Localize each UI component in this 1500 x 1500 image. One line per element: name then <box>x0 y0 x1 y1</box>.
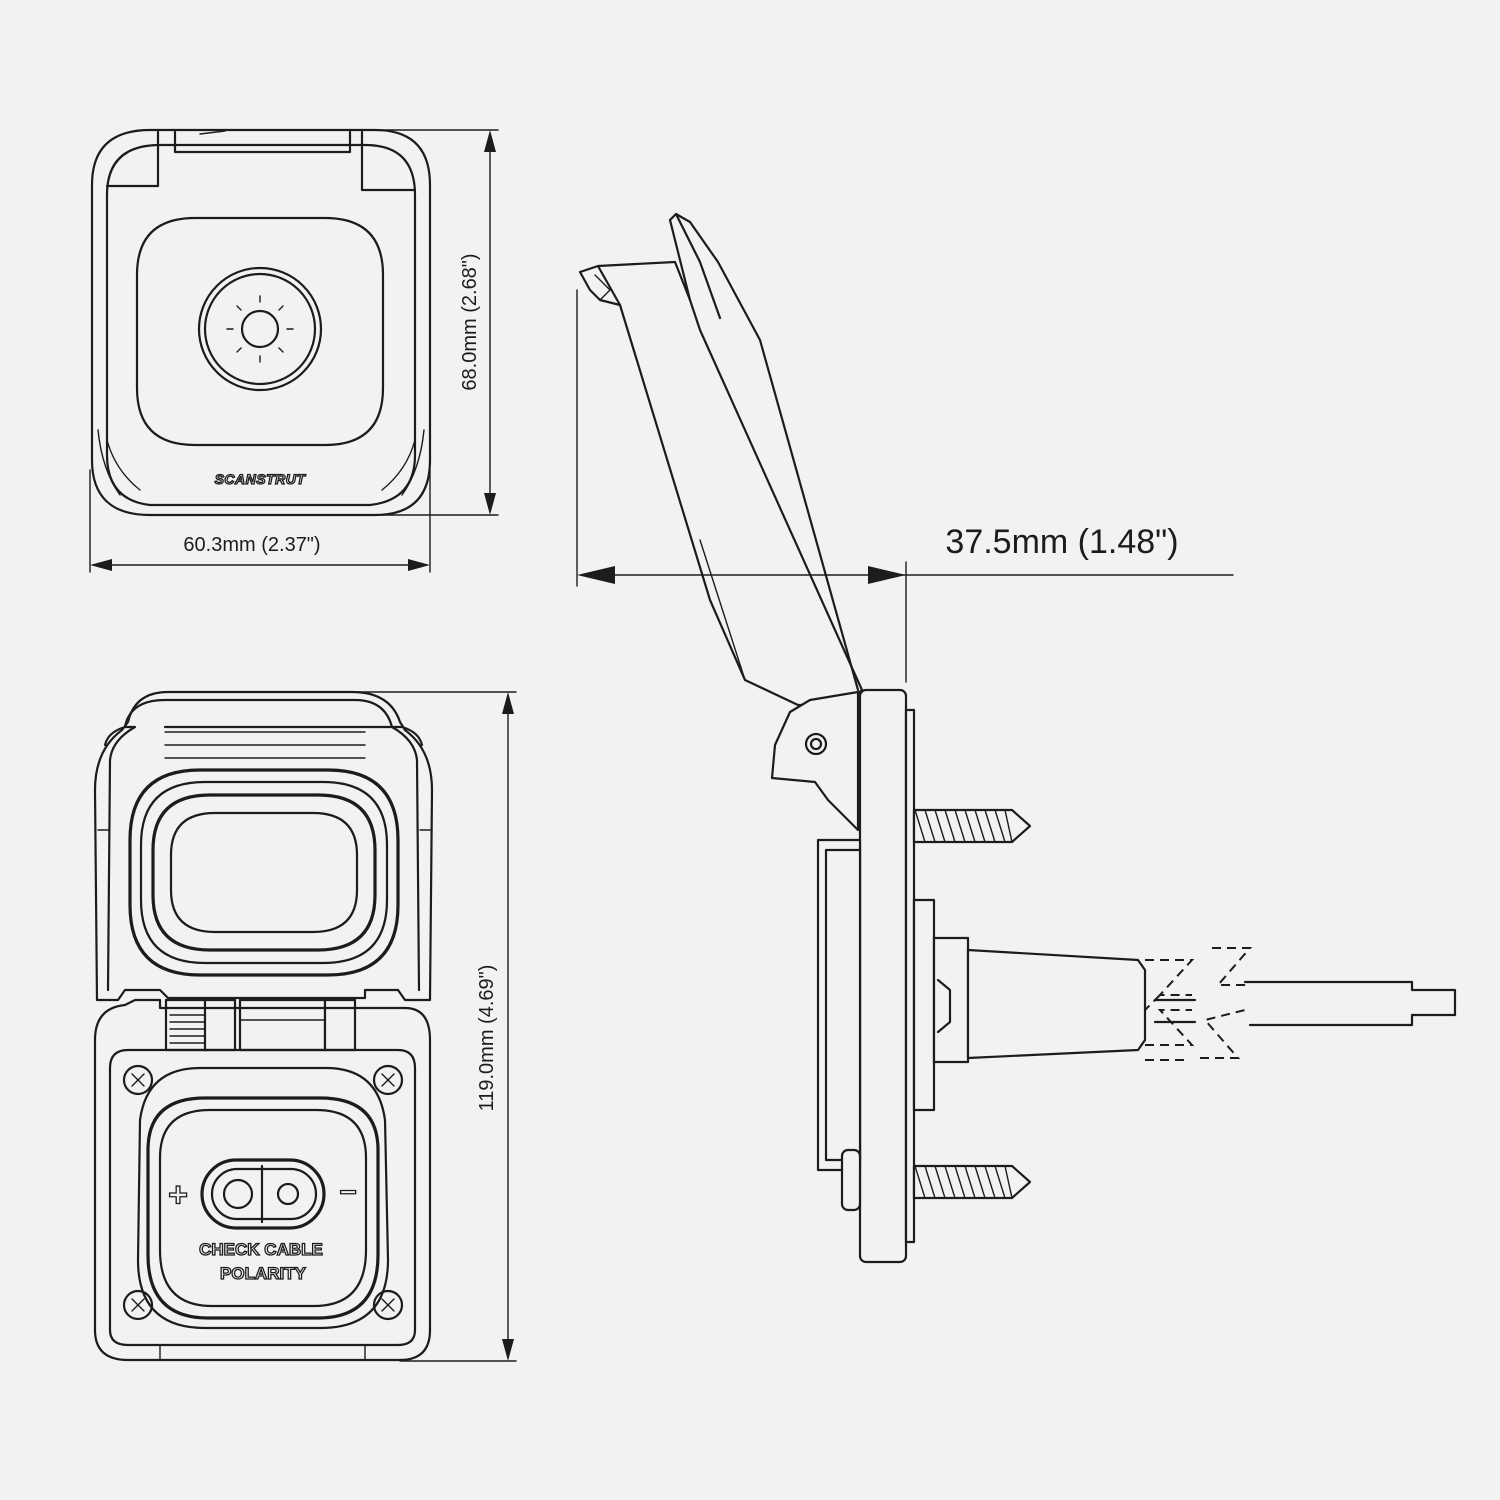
dc-connector <box>200 1158 326 1230</box>
dimension-height-open: 119.0mm (4.69") <box>267 691 517 1362</box>
screw-head-top-right <box>372 1064 404 1096</box>
dimension-height-closed-label: 68.0mm (2.68") <box>459 253 481 390</box>
brand-logo: SCANSTRUT <box>215 471 307 487</box>
sun-icon <box>226 295 294 363</box>
screw-head-bottom-left <box>122 1289 154 1321</box>
minus-label: − <box>339 1176 357 1209</box>
screw-head-top-left <box>122 1064 154 1096</box>
polarity-warning-line-1: CHECK CABLE <box>199 1240 323 1259</box>
side-view <box>578 212 1457 1264</box>
dimension-depth: 37.5mm (1.48") <box>576 289 1234 683</box>
front-view-closed: SCANSTRUT <box>90 128 432 517</box>
dimension-depth-label: 37.5mm (1.48") <box>945 523 1178 561</box>
dimension-width-label: 60.3mm (2.37") <box>183 534 320 556</box>
screw-bottom <box>912 1164 1032 1200</box>
dimension-height-closed: 68.0mm (2.68") <box>359 129 499 516</box>
front-view-open: + − CHECK CABLE POLARITY <box>93 690 434 1362</box>
dimension-width: 60.3mm (2.37") <box>89 469 431 573</box>
plus-label: + <box>168 1176 188 1214</box>
dimension-height-open-label: 119.0mm (4.69") <box>476 965 498 1112</box>
screw-top <box>912 808 1032 844</box>
polarity-warning-line-2: POLARITY <box>220 1264 307 1283</box>
screw-head-bottom-right <box>372 1289 404 1321</box>
